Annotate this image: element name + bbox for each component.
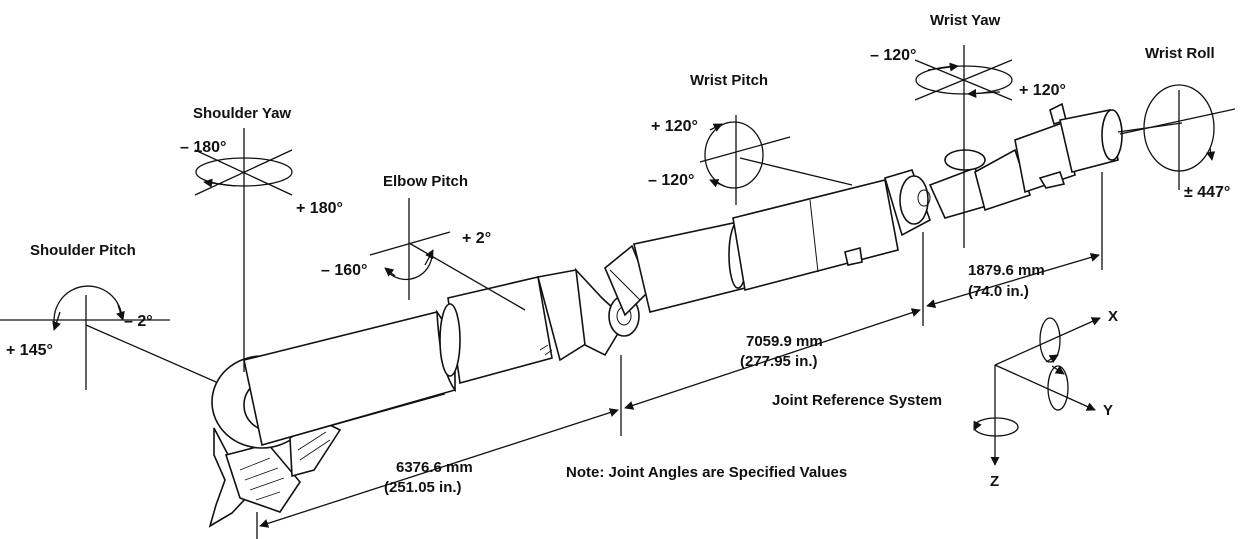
- wrist-yaw-pos-limit: + 120°: [1019, 82, 1066, 99]
- joint-angle-note: Note: Joint Angles are Specified Values: [566, 464, 847, 481]
- axis-z-label: Z: [990, 473, 999, 490]
- joint-reference-frame: [973, 317, 1101, 466]
- wrist-pitch-symbol: [699, 115, 853, 205]
- lower-arm-length-in: (277.95 in.): [740, 353, 818, 370]
- wrist-length-mm: 1879.6 mm: [968, 262, 1045, 279]
- axis-y-label: Y: [1103, 402, 1113, 419]
- upper-boom: [243, 267, 640, 447]
- wrist-roll-label: Wrist Roll: [1145, 45, 1215, 62]
- shoulder-pitch-pos-limit: + 145°: [6, 342, 53, 359]
- wrist-roll-range: ± 447°: [1184, 184, 1230, 201]
- shoulder-pitch-symbol: [0, 285, 217, 390]
- wrist-roll-symbol: [1117, 84, 1236, 190]
- wrist-yaw-label: Wrist Yaw: [930, 12, 1001, 29]
- upper-arm-length-in: (251.05 in.): [384, 479, 462, 496]
- wrist-yaw-neg-limit: – 120°: [870, 47, 916, 64]
- lower-boom: [633, 179, 899, 313]
- joint-reference-label: Joint Reference System: [772, 392, 942, 409]
- upper-arm-length-mm: 6376.6 mm: [396, 459, 473, 476]
- shoulder-yaw-neg-limit: – 180°: [180, 139, 226, 156]
- wrist-length-in: (74.0 in.): [968, 283, 1029, 300]
- arm-body: [208, 102, 1123, 528]
- lower-arm-length-mm: 7059.9 mm: [746, 333, 823, 350]
- elbow-pitch-neg-limit: – 160°: [321, 262, 367, 279]
- shoulder-pitch-label: Shoulder Pitch: [30, 242, 136, 259]
- axis-x-label: X: [1108, 308, 1118, 325]
- wrist-assembly: [884, 102, 1123, 237]
- shoulder-yaw-symbol: [194, 128, 293, 372]
- wrist-yaw-symbol: [914, 45, 1013, 248]
- elbow-pitch-pos-limit: + 2°: [462, 230, 491, 247]
- dimension-lines: [256, 172, 1103, 539]
- wrist-pitch-label: Wrist Pitch: [690, 72, 768, 89]
- wrist-pitch-neg-limit: – 120°: [648, 172, 694, 189]
- wrist-pitch-pos-limit: + 120°: [651, 118, 698, 135]
- shoulder-yaw-label: Shoulder Yaw: [193, 105, 291, 122]
- shoulder-pitch-neg-limit: – 2°: [124, 313, 153, 330]
- elbow-pitch-symbol: [369, 198, 526, 311]
- elbow-pitch-label: Elbow Pitch: [383, 173, 468, 190]
- shoulder-yaw-pos-limit: + 180°: [296, 200, 343, 217]
